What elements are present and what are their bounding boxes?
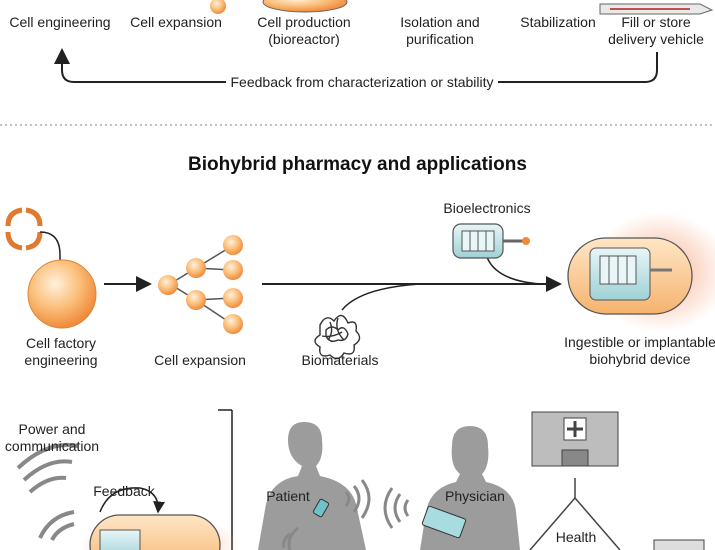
patient-phone-icon (312, 498, 330, 518)
physician-label: Physician (445, 488, 505, 504)
step-fill-or-store: Fill or store delivery vehicle (608, 14, 704, 47)
cycle-to-cell-arrow (39, 231, 66, 278)
physician-waves-icon (383, 487, 410, 529)
arrow-biomaterials-merge (341, 283, 421, 311)
feedback-label: Feedback (93, 483, 155, 499)
cell-factory-label: Cell factory engineering (24, 335, 98, 368)
step-cell-engineering: Cell engineering (9, 14, 111, 30)
wireless-waves-icon (16, 443, 79, 494)
feedback-loop-label: Feedback from characterization or stabil… (226, 74, 498, 91)
cell-expansion-label: Cell expansion (154, 352, 246, 368)
cycle-arrows-icon (5, 207, 43, 251)
cell-expansion-tree-icon (169, 245, 233, 325)
device-label: Ingestible or implantable biohybrid devi… (564, 334, 715, 367)
step-stabilization: Stabilization (520, 14, 596, 30)
feedback-arrow (99, 487, 166, 514)
cell-expansion-cells (158, 235, 243, 334)
wireless-waves-lower-icon (38, 510, 75, 541)
top-icons-strip (210, 0, 714, 15)
section-title: Biohybrid pharmacy and applications (188, 154, 527, 175)
hospital-icon (531, 411, 619, 467)
patient-waves-icon (282, 479, 371, 550)
biohybrid-device-icon (567, 212, 715, 332)
biomaterials-icon (314, 314, 361, 360)
patient-label: Patient (266, 488, 310, 504)
bioelectronics-label: Bioelectronics (443, 200, 531, 216)
step-cell-expansion: Cell expansion (130, 14, 222, 30)
cell-expansion-top-icon (210, 0, 226, 14)
cell-factory-icon (27, 259, 97, 329)
step-cell-production: Cell production (bioreactor) (257, 14, 351, 47)
biomaterials-label: Biomaterials (301, 352, 379, 368)
bioreactor-top-icon (262, 0, 348, 13)
health-network-lines (529, 497, 621, 550)
bottom-device-icon (80, 514, 240, 550)
right-edge-box (653, 539, 705, 550)
step-isolation: Isolation and purification (400, 14, 480, 47)
health-label: Health (555, 529, 597, 545)
bioelectronics-icon (452, 223, 530, 259)
patient-figure (258, 422, 366, 550)
power-communication-label: Power and communication (4, 421, 100, 454)
tablet-icon (421, 505, 467, 539)
feedback-loop-line (62, 50, 658, 83)
